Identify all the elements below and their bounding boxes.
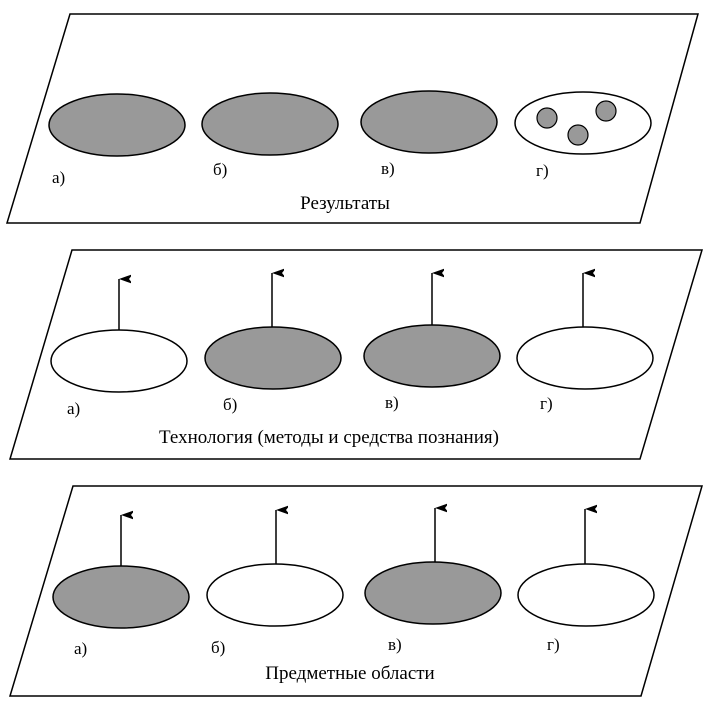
result-d-dot-3 xyxy=(567,124,589,146)
panel-technology: а) б) в) г) Технология (методы и средств… xyxy=(8,249,704,460)
panel-results: а) б) в) г) Результаты xyxy=(5,13,699,224)
technology-d-label: г) xyxy=(540,394,553,413)
result-c-label: в) xyxy=(381,159,395,178)
technology-a-label: а) xyxy=(67,399,80,418)
panel-technology-plane xyxy=(8,249,704,460)
subject-b-label: б) xyxy=(211,638,225,657)
technology-a-ellipse xyxy=(50,329,188,393)
result-d-dot-1 xyxy=(536,107,558,129)
subject-c-label: в) xyxy=(388,635,402,654)
result-b-ellipse xyxy=(201,92,339,156)
result-c-ellipse xyxy=(360,90,498,154)
technology-b-ellipse xyxy=(204,326,342,390)
subject-d-ellipse xyxy=(517,563,655,627)
technology-b-label: б) xyxy=(223,395,237,414)
result-a-label: а) xyxy=(52,168,65,187)
panel-results-plane xyxy=(5,13,699,224)
subject-d-label: г) xyxy=(547,635,560,654)
result-a-ellipse xyxy=(48,93,186,157)
result-d-label: г) xyxy=(536,161,549,180)
panel-subject-areas: а) б) в) г) Предметные области xyxy=(8,485,703,697)
result-d-dot-2 xyxy=(595,100,617,122)
subject-b-ellipse xyxy=(206,563,344,627)
technology-c-label: в) xyxy=(385,393,399,412)
result-d-ellipse xyxy=(514,91,652,155)
panel-subject-areas-title: Предметные области xyxy=(265,663,434,684)
subject-a-label: а) xyxy=(74,639,87,658)
panel-results-title: Результаты xyxy=(300,193,390,214)
subject-a-ellipse xyxy=(52,565,190,629)
subject-c-ellipse xyxy=(364,561,502,625)
technology-d-ellipse xyxy=(516,326,654,390)
panel-technology-title: Технология (методы и средства познания) xyxy=(159,427,499,448)
panel-subject-areas-plane xyxy=(8,485,703,697)
result-b-label: б) xyxy=(213,160,227,179)
technology-c-ellipse xyxy=(363,324,501,388)
